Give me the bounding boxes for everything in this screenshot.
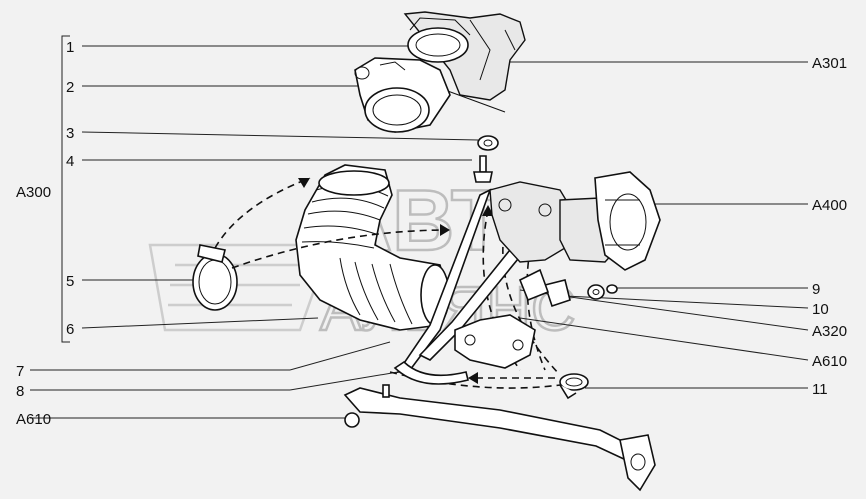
part-3-washer [477,135,499,151]
part-a320-sensor [518,268,571,308]
label-4: 4 [66,153,74,170]
label-a610-right: A610 [812,353,847,370]
label-11: 11 [812,381,828,398]
part-5-hose-clamp [192,244,238,311]
label-9: 9 [812,281,820,298]
throttle-body-assembly [489,171,661,271]
label-2: 2 [66,79,74,96]
label-a610-left: A610 [16,411,51,428]
part-a610-bracket [454,314,536,369]
part-9-nut [587,284,618,300]
label-7: 7 [16,363,24,380]
label-3: 3 [66,125,74,142]
label-a320: A320 [812,323,847,340]
label-a400: A400 [812,197,847,214]
label-8: 8 [16,383,24,400]
label-6: 6 [66,321,74,338]
part-6-intake-duct [295,164,451,331]
part-11-clamp [559,373,589,400]
part-1-adapter [407,17,471,63]
label-5: 5 [66,273,74,290]
part-4-bolt [473,155,493,183]
label-a300: A300 [16,184,51,201]
part-2-throttle-housing [354,57,451,133]
leader-lines [30,45,809,419]
label-a301: A301 [812,55,847,72]
pipe-a610 [343,384,656,492]
label-1: 1 [66,39,74,56]
group-bracket [61,35,70,343]
label-10: 10 [812,301,829,318]
